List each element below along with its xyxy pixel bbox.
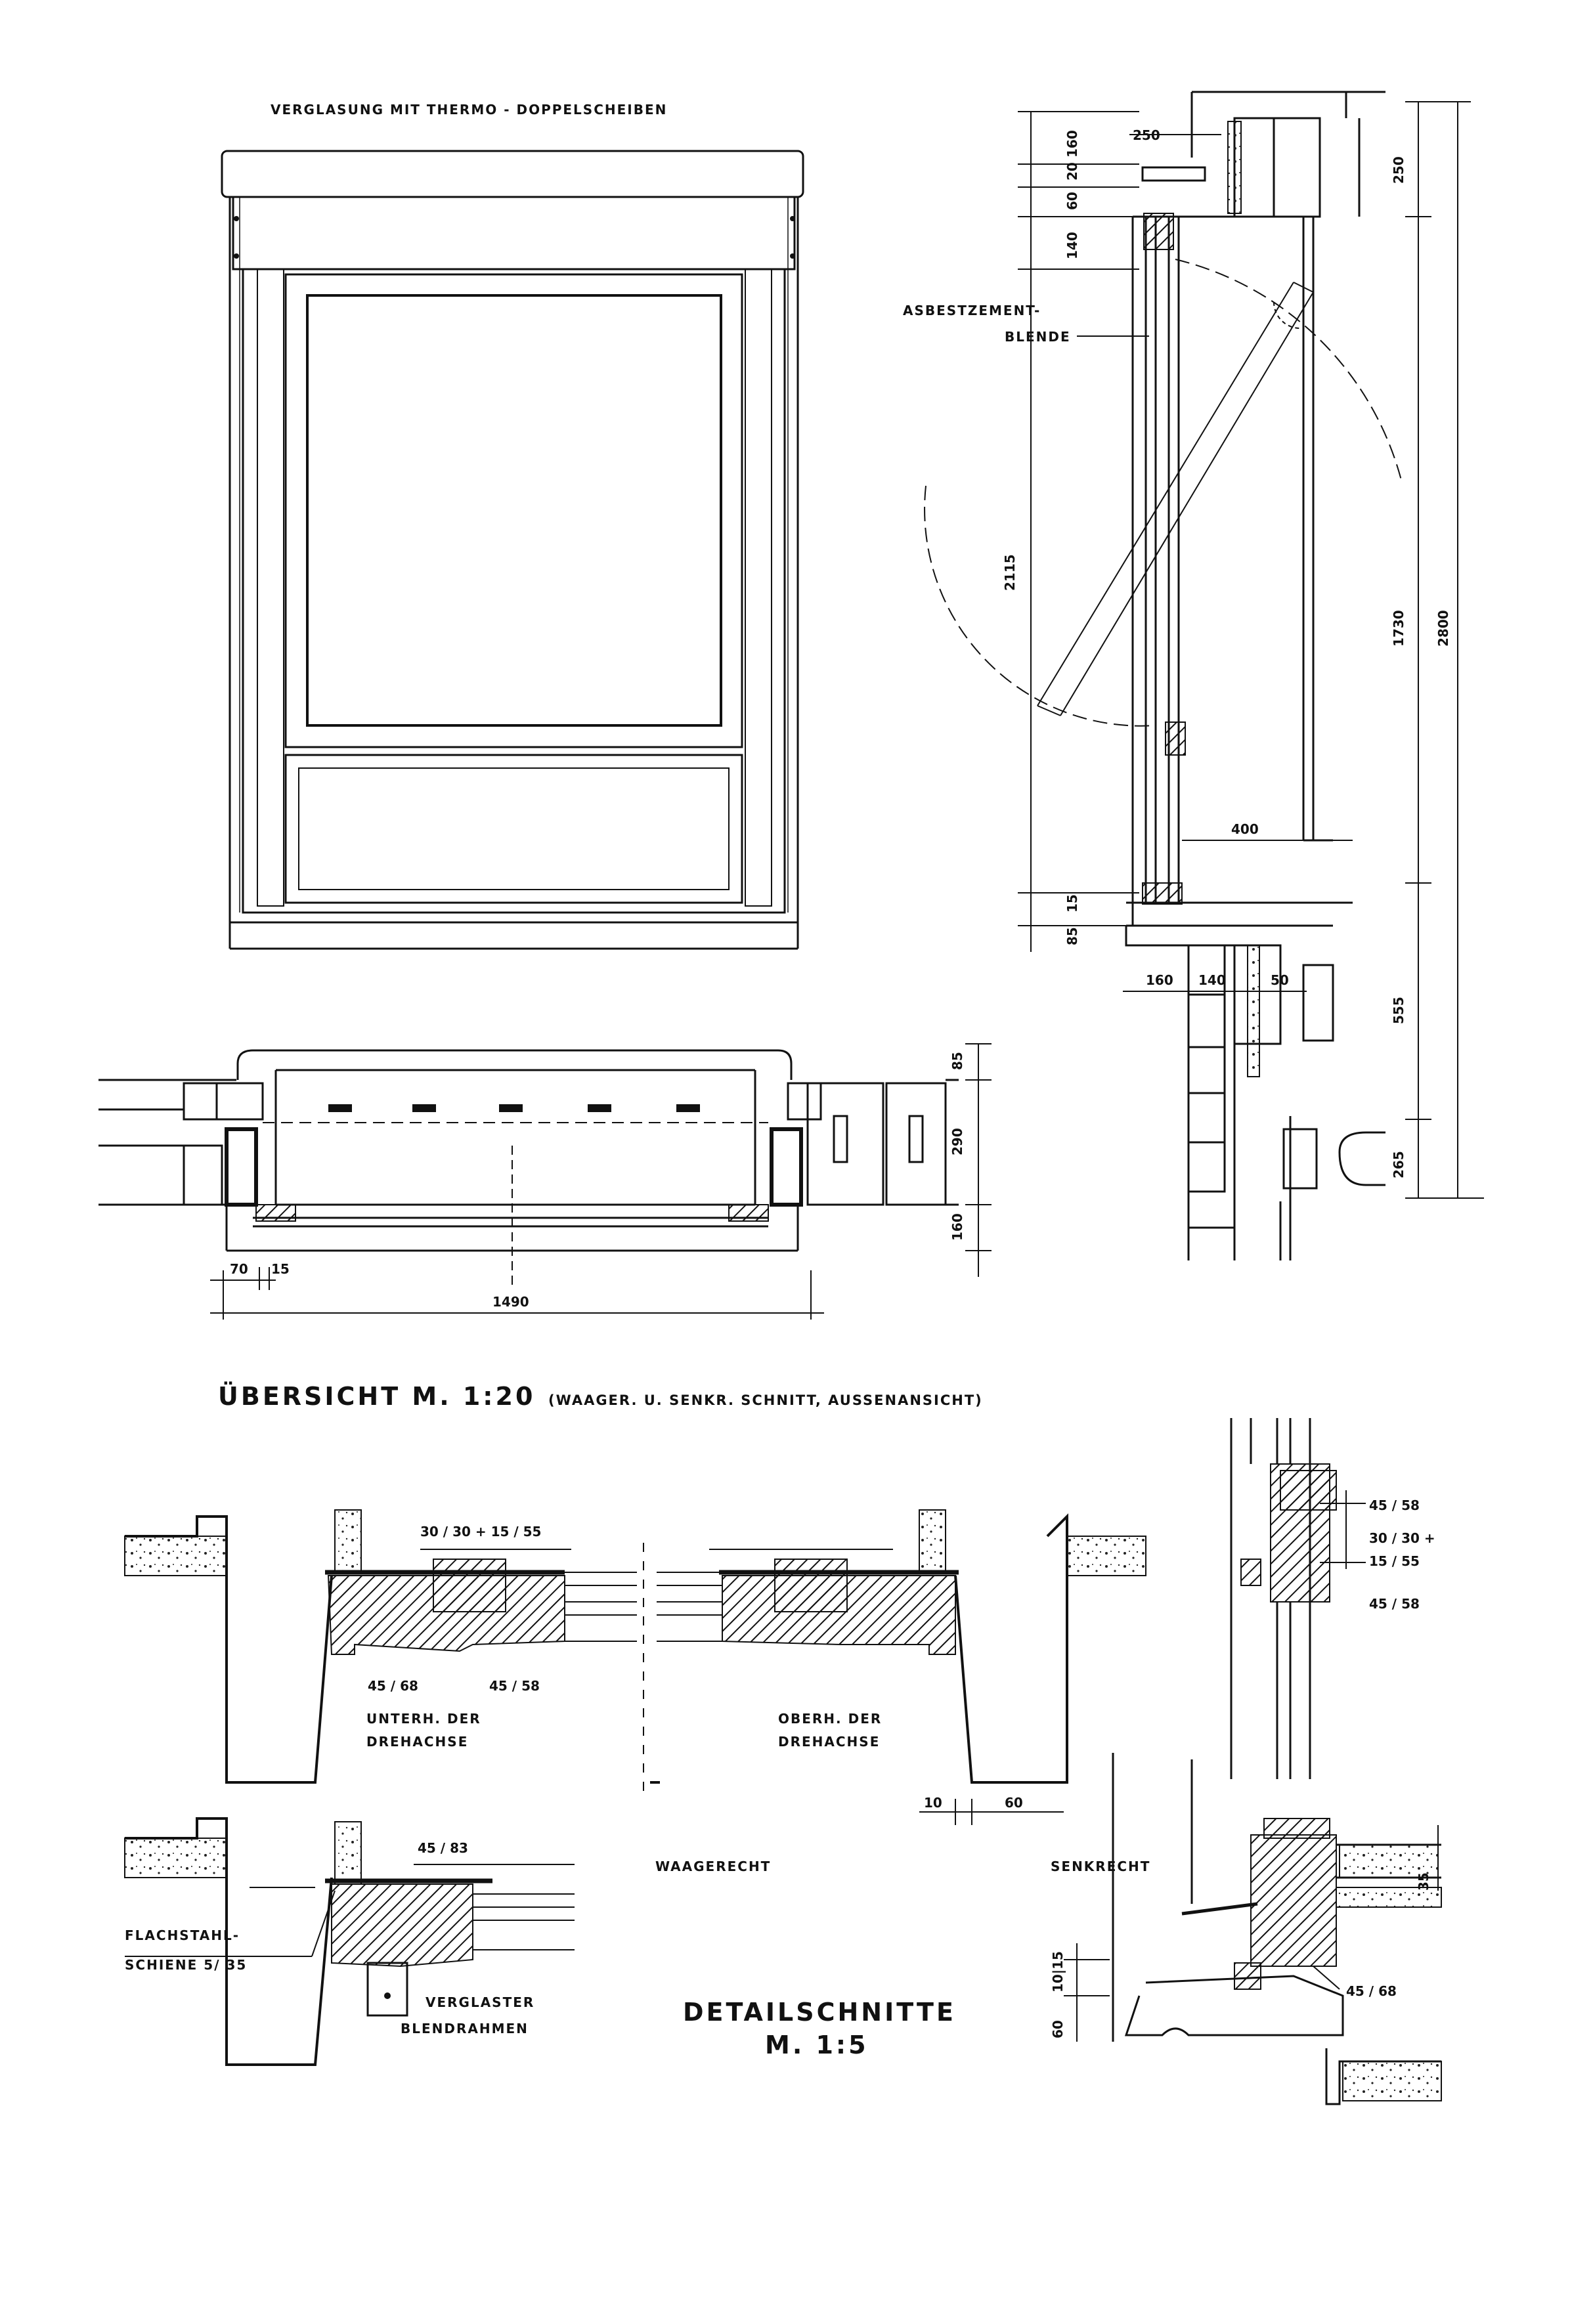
r-label-45-68: 45 / 68 xyxy=(1346,1983,1397,1999)
r-dim-35: 35 xyxy=(1416,1872,1431,1891)
dim-10: 10 xyxy=(924,1795,942,1811)
vdim-1730: 1730 xyxy=(1391,610,1406,647)
detail-sections: 30 / 30 + 15 / 55 45 / 68 45 / 58 UNTERH… xyxy=(124,1418,1442,2105)
asbestos-label-line2: BLENDE xyxy=(1005,329,1071,345)
vertical-label: SENKRECHT xyxy=(1051,1859,1150,1874)
vdim-160-bottom: 160 xyxy=(1146,972,1173,988)
horizontal-label: WAAGERECHT xyxy=(655,1859,771,1874)
vdim-2115: 2115 xyxy=(1002,554,1018,591)
vdim-160: 160 xyxy=(1064,130,1080,158)
above-axis-line2: DREHACHSE xyxy=(778,1734,880,1750)
vdim-140-top: 140 xyxy=(1064,232,1080,259)
label-45-83: 45 / 83 xyxy=(418,1840,468,1856)
label-45-68-a: 45 / 68 xyxy=(368,1678,418,1694)
vdim-50: 50 xyxy=(1271,972,1289,988)
vdim-250-top: 250 xyxy=(1133,127,1160,143)
glazed-frame-line2: BLENDRAHMEN xyxy=(401,2021,529,2036)
vertical-section: 250 160 20 60 140 2115 85 15 400 160 140… xyxy=(903,91,1484,1260)
flat-steel-line1: FLACHSTAHL- xyxy=(125,1927,240,1943)
overview-subtitle: (WAAGER. U. SENKR. SCHNITT, AUSSENANSICH… xyxy=(548,1392,983,1408)
below-axis-line1: UNTERH. DER xyxy=(366,1711,481,1727)
r-label-45-58-bottom: 45 / 58 xyxy=(1369,1596,1420,1612)
label-45-58-a: 45 / 58 xyxy=(489,1678,540,1694)
vdim-2800: 2800 xyxy=(1435,610,1451,647)
r-dim-10-15: 10|15 xyxy=(1050,1951,1066,1992)
hdim-1490: 1490 xyxy=(492,1294,529,1310)
r-label-15-55: 15 / 55 xyxy=(1369,1553,1420,1569)
vdim-60: 60 xyxy=(1064,192,1080,210)
vdim-85: 85 xyxy=(1064,927,1080,945)
glazing-note: VERGLASUNG MIT THERMO - DOPPELSCHEIBEN xyxy=(271,102,667,118)
hdim-85: 85 xyxy=(949,1052,965,1070)
vdim-15: 15 xyxy=(1064,894,1080,913)
vdim-555: 555 xyxy=(1391,997,1406,1024)
hdim-160: 160 xyxy=(949,1213,965,1241)
label-30-30-15-55: 30 / 30 + 15 / 55 xyxy=(420,1524,541,1539)
vdim-250-right: 250 xyxy=(1391,156,1406,184)
above-axis-line1: OBERH. DER xyxy=(778,1711,882,1727)
hdim-70: 70 xyxy=(230,1261,248,1277)
dim-60: 60 xyxy=(1005,1795,1023,1811)
vdim-265: 265 xyxy=(1391,1151,1406,1178)
vdim-140-bottom: 140 xyxy=(1198,972,1226,988)
below-axis-line2: DREHACHSE xyxy=(366,1734,468,1750)
vdim-400: 400 xyxy=(1231,821,1259,837)
window-elevation: VERGLASUNG MIT THERMO - DOPPELSCHEIBEN xyxy=(221,102,804,950)
vdim-20: 20 xyxy=(1064,162,1080,181)
r-label-45-58-top: 45 / 58 xyxy=(1369,1497,1420,1513)
detail-title-line1: DETAILSCHNITTE xyxy=(683,1998,956,2027)
glazed-frame-line1: VERGLASTER xyxy=(425,1994,534,2010)
hdim-15: 15 xyxy=(271,1261,290,1277)
horizontal-section: 85 290 160 70 15 1490 xyxy=(98,1043,992,1320)
overview-title-block: ÜBERSICHT M. 1:20 (WAAGER. U. SENKR. SCH… xyxy=(218,1382,983,1411)
detail-title-line2: M. 1:5 xyxy=(765,2031,869,2059)
r-label-30-30: 30 / 30 + xyxy=(1369,1530,1435,1546)
r-dim-60: 60 xyxy=(1050,2020,1066,2038)
overview-title: ÜBERSICHT M. 1:20 xyxy=(218,1382,535,1411)
flat-steel-line2: SCHIENE 5/ 35 xyxy=(125,1957,247,1973)
hdim-290: 290 xyxy=(949,1128,965,1155)
asbestos-label-line1: ASBESTZEMENT- xyxy=(903,303,1041,318)
